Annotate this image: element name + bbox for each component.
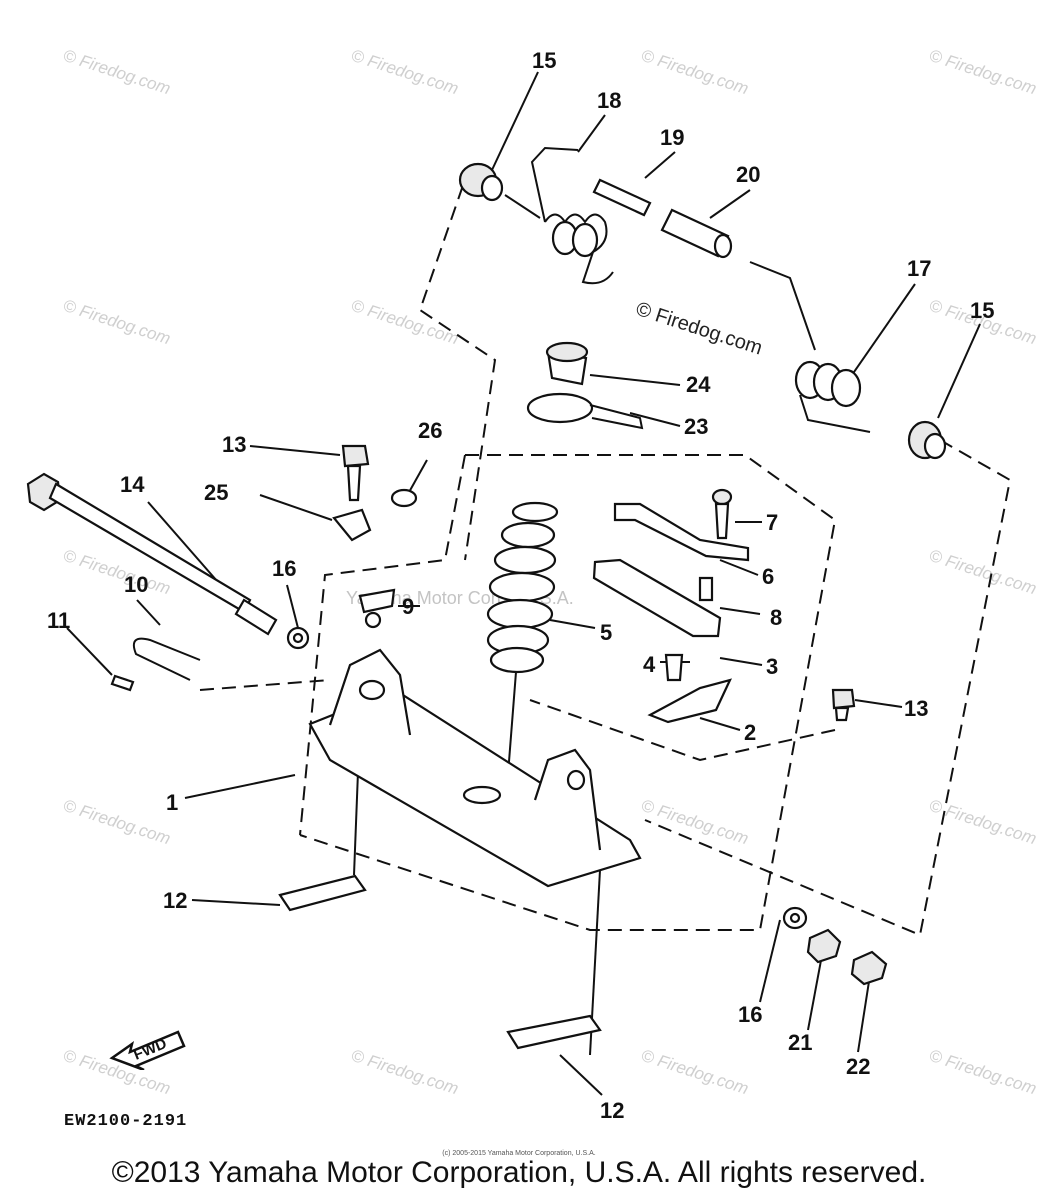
callout-3: 3 (766, 654, 778, 679)
callout-24: 24 (686, 372, 711, 397)
callout-22: 22 (846, 1054, 870, 1079)
rubber-block (592, 558, 722, 638)
pin (592, 178, 652, 217)
watermark: © Firedog.com (61, 296, 173, 349)
watermark: © Firedog.com (927, 1046, 1038, 1099)
small-copyright: (c) 2005-2015 Yamaha Motor Corporation, … (442, 1150, 596, 1157)
callout-13: 13 (904, 696, 928, 721)
cotter-pin (110, 674, 135, 692)
torsion-spring-left (504, 146, 614, 285)
damper-boot (486, 501, 559, 801)
diagram-code: EW2100-2191 (64, 1112, 188, 1131)
callout-15: 15 (970, 298, 994, 323)
callout-9: 9 (402, 594, 414, 619)
damper-stopper (545, 341, 589, 386)
collar-tube (660, 208, 733, 259)
callout-12: 12 (163, 888, 187, 913)
forward-arrow-icon: FWD (109, 1030, 186, 1070)
shim-plate-bottom (506, 1014, 602, 1050)
callout-10: 10 (124, 572, 148, 597)
callout-12: 12 (600, 1098, 624, 1123)
right-frame-outline (644, 439, 1012, 937)
callout-13: 13 (222, 432, 246, 457)
callout-21: 21 (788, 1030, 812, 1055)
callout-19: 19 (660, 125, 684, 150)
watermark: © Firedog.com (639, 1046, 751, 1099)
watermark: © Firedog.com (61, 796, 173, 849)
plate (613, 502, 750, 562)
callout-18: 18 (597, 88, 621, 113)
watermark: © Firedog.com (349, 296, 461, 349)
parts (26, 146, 947, 1050)
washer-right (782, 906, 808, 930)
watermark: © Firedog.com (639, 46, 751, 99)
callout-11: 11 (47, 608, 70, 633)
shim-plate-left (278, 874, 367, 912)
clip (390, 488, 418, 508)
bolt-small (711, 488, 733, 540)
callout-16: 16 (272, 556, 296, 581)
upper-frame-outline (418, 164, 497, 561)
callout-14: 14 (120, 472, 145, 497)
assembly-outlines (199, 164, 1012, 937)
long-bolt (26, 472, 278, 636)
watermark: © Firedog.com (639, 796, 751, 849)
washer-left (286, 626, 310, 650)
bracket (332, 508, 372, 542)
watermark: © Firedog.com (61, 46, 173, 99)
callout-17: 17 (907, 256, 931, 281)
screw (664, 653, 684, 682)
callout-labels: 15 18 19 20 17 15 24 23 26 13 25 14 7 6 … (47, 48, 994, 1123)
callout-25: 25 (204, 480, 228, 505)
callout-6: 6 (762, 564, 774, 589)
bolt-path-outline (529, 699, 836, 762)
watermark: © Firedog.com (927, 796, 1038, 849)
nut (806, 928, 842, 964)
callout-20: 20 (736, 162, 760, 187)
base-bracket (308, 648, 642, 888)
watermark: © Firedog.com (927, 46, 1038, 99)
left-box-outline (299, 454, 466, 836)
nut-small (358, 588, 396, 629)
callout-5: 5 (600, 620, 612, 645)
callout-4: 4 (643, 652, 656, 677)
callout-8: 8 (770, 605, 782, 630)
watermark: © Firedog.com (349, 1046, 461, 1099)
inner-box-outline (299, 454, 837, 931)
rod-path-outline (199, 679, 331, 691)
torsion-spring-right (749, 261, 871, 433)
bolt-right (831, 688, 856, 722)
bolt-upper (341, 444, 370, 502)
watermark: © Firedog.com (927, 546, 1038, 599)
callout-7: 7 (766, 510, 778, 535)
spacer (698, 576, 714, 602)
callout-1: 1 (166, 790, 178, 815)
copyright-notice: ©2013 Yamaha Motor Corporation, U.S.A. A… (111, 1156, 927, 1189)
spring-clip (132, 637, 201, 681)
band-clamp (526, 392, 644, 430)
stopper-plate (647, 678, 732, 724)
callout-15: 15 (532, 48, 556, 73)
collar-right (907, 420, 947, 460)
collar-top-left (458, 162, 504, 202)
self-locking-nut (850, 950, 888, 986)
callout-16: 16 (738, 1002, 762, 1027)
watermark: © Firedog.com (349, 46, 461, 99)
watermark-grid: © Firedog.com © Firedog.com © Firedog.co… (61, 46, 1038, 1099)
callout-2: 2 (744, 720, 756, 745)
callout-26: 26 (418, 418, 442, 443)
callout-23: 23 (684, 414, 708, 439)
